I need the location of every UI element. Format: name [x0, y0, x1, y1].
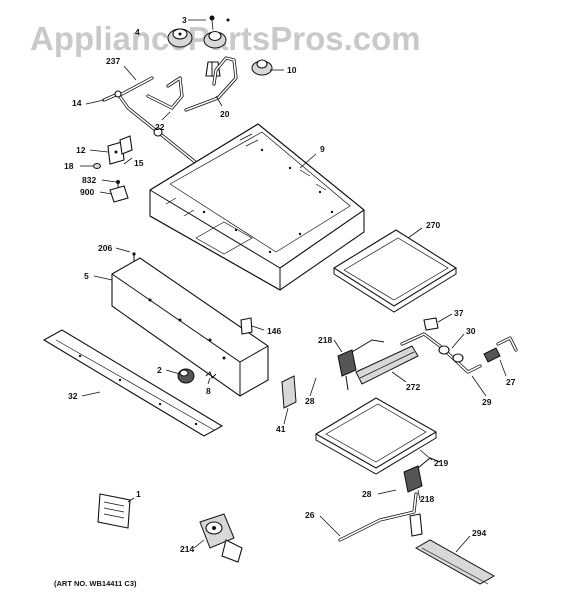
callout-15: 15: [134, 158, 144, 168]
part-206-screw[interactable]: [132, 252, 136, 262]
callout-270: 270: [426, 220, 440, 230]
part-30-fittings[interactable]: [438, 345, 464, 363]
callout-832: 832: [82, 175, 96, 185]
part-valve-top[interactable]: [167, 15, 230, 49]
callout-218-lower: 218: [420, 494, 434, 504]
callout-237: 237: [106, 56, 120, 66]
callout-28-upper: 28: [305, 396, 315, 406]
callout-214: 214: [180, 544, 194, 554]
part-27-orifice[interactable]: [483, 336, 518, 363]
callout-900: 900: [80, 187, 94, 197]
part-294-bar[interactable]: [414, 539, 496, 585]
part-22-tube[interactable]: [146, 76, 184, 110]
part-219-shield[interactable]: [314, 397, 438, 475]
part-1-booklet[interactable]: [97, 493, 131, 529]
part-41-bracket[interactable]: [281, 375, 297, 409]
part-900-bracket[interactable]: [109, 185, 129, 203]
part-270-shield[interactable]: [332, 229, 458, 313]
callout-26: 26: [305, 510, 315, 520]
part-37-clip[interactable]: [423, 317, 439, 331]
callout-14: 14: [72, 98, 82, 108]
callout-294: 294: [472, 528, 486, 538]
part-15-clip[interactable]: [119, 135, 133, 155]
part-29-pipe[interactable]: [400, 332, 482, 374]
callout-9: 9: [320, 144, 325, 154]
callout-37: 37: [454, 308, 464, 318]
callout-12: 12: [76, 145, 86, 155]
callout-5: 5: [84, 271, 89, 281]
callout-22: 22: [155, 122, 165, 132]
part-18-screw[interactable]: [93, 163, 101, 169]
callout-8: 8: [206, 386, 211, 396]
part-218-igniter-upper[interactable]: [337, 339, 385, 391]
callout-41: 41: [276, 424, 286, 434]
callout-206: 206: [98, 243, 112, 253]
callout-20: 20: [220, 109, 230, 119]
part-214-valve[interactable]: [199, 513, 243, 563]
callout-3: 3: [182, 15, 187, 25]
part-272-burner[interactable]: [355, 345, 419, 385]
part-237-tube[interactable]: [120, 76, 154, 96]
callout-10: 10: [287, 65, 297, 75]
part-9-burner-box[interactable]: [149, 123, 365, 291]
callout-32: 32: [68, 391, 78, 401]
part-146-clip[interactable]: [240, 317, 253, 335]
callout-29: 29: [482, 397, 492, 407]
callout-272: 272: [406, 382, 420, 392]
callout-27: 27: [506, 377, 516, 387]
part-12-bracket[interactable]: [107, 141, 125, 165]
callout-218-upper: 218: [318, 335, 332, 345]
part-26-pipe[interactable]: [338, 492, 423, 542]
part-2-knob[interactable]: [177, 368, 195, 384]
callout-4: 4: [135, 27, 140, 37]
callout-30: 30: [466, 326, 476, 336]
callout-1: 1: [136, 489, 141, 499]
part-5-front-rail[interactable]: [111, 257, 269, 397]
leader-lines: [80, 19, 507, 553]
part-10-valve[interactable]: [251, 59, 273, 76]
callout-146: 146: [267, 326, 281, 336]
callout-labels: 3 4 10 237 22 20 14 9 12 15 18 832 900 2…: [64, 15, 516, 554]
part-8-spring[interactable]: [205, 371, 217, 379]
part-32-trim-strip[interactable]: [42, 329, 224, 437]
callout-28-lower: 28: [362, 489, 372, 499]
callout-219: 219: [434, 458, 448, 468]
callout-2: 2: [157, 365, 162, 375]
part-20-tube[interactable]: [184, 56, 238, 112]
art-number: (ART NO. WB14411 C3): [54, 579, 137, 588]
callout-18: 18: [64, 161, 74, 171]
